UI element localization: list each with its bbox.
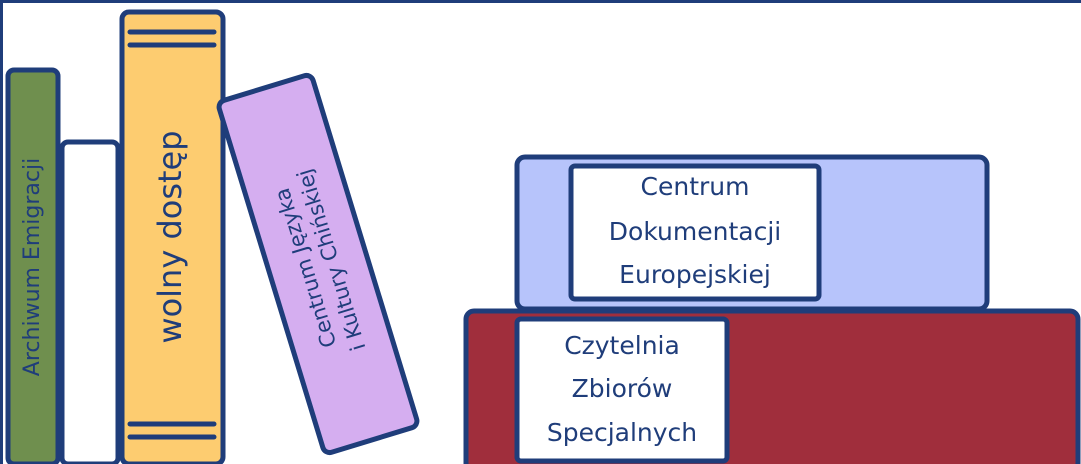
book-wolny-label: wolny dostęp bbox=[151, 130, 189, 343]
book-centrum-dokumentacji[interactable]: Centrum Dokumentacji Europejskiej bbox=[514, 154, 990, 312]
book-archiwum-emigracji[interactable]: Archiwum Emigracji bbox=[5, 67, 61, 464]
book-czytelnia-zbiorow[interactable]: Czytelnia Zbiorów Specjalnych bbox=[463, 308, 1081, 464]
book-europejska-label-line3: Europejskiej bbox=[619, 260, 771, 289]
book-centrum-jezyka[interactable]: Centrum Języka i Kultury Chińskiej bbox=[216, 72, 420, 456]
book-archiwum-label: Archiwum Emigracji bbox=[20, 158, 45, 376]
book-czytelnia-label-plate bbox=[514, 316, 730, 464]
book-europejska-label-line2: Dokumentacji bbox=[609, 217, 781, 246]
book-czytelnia-label-line3: Specjalnych bbox=[547, 418, 697, 447]
book-czytelnia-label-line1: Czytelnia bbox=[564, 331, 680, 360]
frame-top-border bbox=[0, 0, 1081, 3]
book-czytelnia-label-line2: Zbiorów bbox=[572, 374, 673, 403]
book-wolny-dostep[interactable]: wolny dostęp bbox=[119, 9, 226, 464]
book-plain-spine bbox=[59, 139, 121, 464]
frame-left-border bbox=[0, 0, 3, 464]
book-archiwum-spine bbox=[5, 67, 61, 464]
book-wolny-spine bbox=[119, 9, 226, 464]
book-chinski-spine bbox=[216, 72, 420, 456]
book-europejska-label-line1: Centrum bbox=[641, 172, 750, 201]
book-plain-white[interactable] bbox=[59, 139, 121, 464]
book-europejska-label-plate bbox=[568, 163, 822, 302]
